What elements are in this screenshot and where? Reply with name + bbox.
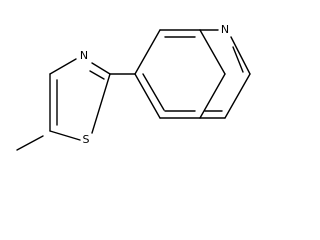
bond-p3 <box>224 73 251 119</box>
bond-n3-c2 <box>91 62 111 75</box>
thiazole-sulfur-label: S <box>83 133 90 146</box>
quinoline-nitrogen-label: N <box>221 23 229 36</box>
bond-q6 <box>134 73 161 119</box>
bond-c4-n3 <box>49 58 77 75</box>
bond-n3-c2-inner <box>89 70 105 80</box>
bond-c2-s1 <box>91 73 111 134</box>
bond-q4 <box>199 73 226 119</box>
bond-q6-inner <box>142 73 165 111</box>
bond-p2 <box>230 36 251 75</box>
bond-s1-c5 <box>49 130 81 141</box>
molecule-structure: N S N <box>16 23 251 151</box>
thiazole-nitrogen-label: N <box>80 49 88 62</box>
bond-q3 <box>199 29 226 75</box>
bond-methyl <box>16 135 44 151</box>
bond-p2-inner <box>232 46 244 73</box>
bond-q1 <box>134 29 161 75</box>
